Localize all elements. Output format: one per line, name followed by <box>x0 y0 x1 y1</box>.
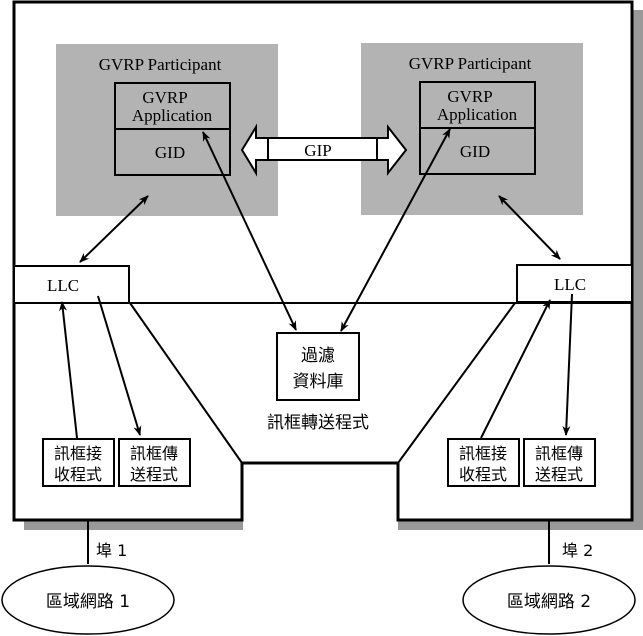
llc-right-label: LLC <box>554 275 586 294</box>
llc-right <box>516 264 633 303</box>
left-transmit-line2: 送程式 <box>130 465 178 484</box>
lan2-label: 區域網路 2 <box>507 592 591 612</box>
forwarding-outline-right <box>397 302 516 464</box>
right-transmit-process <box>523 438 596 487</box>
port2-label: 埠 2 <box>562 541 593 560</box>
arrow-left-receive-llc <box>59 301 78 439</box>
participant-left-title: GVRP Participant <box>99 55 222 74</box>
arrow-app-left-filterdb <box>202 131 297 331</box>
arrow-app-right-filterdb <box>340 128 451 332</box>
filter-db-line1: 過濾 <box>301 346 335 366</box>
forwarding-outline-left <box>129 302 243 464</box>
filter-database <box>276 332 360 401</box>
right-receive-line2: 收程式 <box>459 465 507 484</box>
right-transmit-line2: 送程式 <box>535 465 583 484</box>
lan2 <box>462 565 636 635</box>
left-receive-line1: 訊框接 <box>54 444 102 463</box>
arrow-llc-left-transmit <box>97 295 142 436</box>
lan1 <box>1 565 175 635</box>
filter-db-line2: 資料庫 <box>293 372 344 392</box>
arrow-right-receive-llc <box>480 299 551 439</box>
participant-right-title: GVRP Participant <box>409 54 532 73</box>
right-receive-process <box>447 438 520 487</box>
arrow-participant-llc-left <box>79 195 149 263</box>
app-left-line1: GVRP <box>142 88 187 107</box>
left-receive-line2: 收程式 <box>54 465 102 484</box>
right-transmit-line1: 訊框傳 <box>535 444 583 463</box>
bridge-shadow-right-lower <box>632 225 643 530</box>
app-right-line1: GVRP <box>447 87 492 106</box>
lan1-label: 區域網路 1 <box>46 592 130 612</box>
arrow-llc-right-transmit <box>562 293 573 436</box>
bridge-shadow <box>24 521 243 530</box>
right-receive-line1: 訊框接 <box>459 444 507 463</box>
app-right-line2: Application <box>437 105 518 124</box>
gid-left: GID <box>155 143 185 162</box>
left-transmit-line1: 訊框傳 <box>130 444 178 463</box>
left-transmit-process <box>118 438 191 487</box>
port1-label: 埠 1 <box>96 541 127 560</box>
app-left-line2: Application <box>132 106 213 125</box>
llc-left <box>13 265 130 304</box>
gip-label: GIP <box>304 141 331 160</box>
gid-right: GID <box>460 142 490 161</box>
left-receive-process <box>42 438 115 487</box>
bridge-shadow-right <box>632 10 643 230</box>
arrow-participant-llc-right <box>498 195 561 260</box>
forwarding-process-label: 訊框轉送程式 <box>267 413 369 433</box>
llc-left-label: LLC <box>47 276 79 295</box>
bridge-shadow-2 <box>398 521 643 530</box>
